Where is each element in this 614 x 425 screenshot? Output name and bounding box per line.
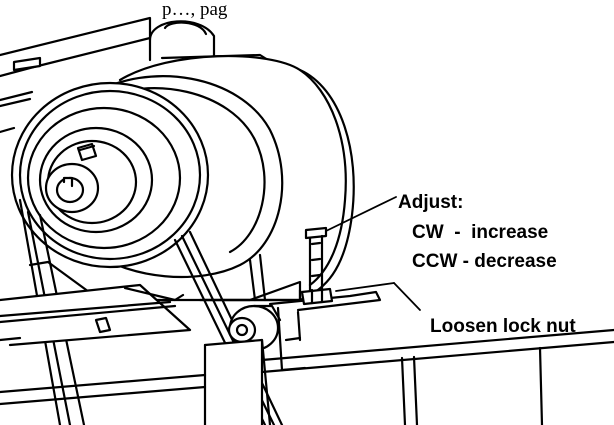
motor-base (0, 260, 302, 347)
lock-nut-icon (300, 287, 334, 306)
idler-roller-icon (227, 304, 282, 352)
loosen-lock-nut-label: Loosen lock nut (430, 316, 576, 337)
caption-fragment: p…, pag (162, 0, 228, 20)
lower-frame (0, 328, 614, 425)
cw-increase-label: CW - increase (412, 222, 549, 243)
frame-structure (0, 16, 152, 134)
ccw-decrease-label: CCW - decrease (412, 251, 557, 272)
pulley-icon (10, 81, 210, 269)
callout-leaders (325, 196, 421, 311)
adjust-title-label: Adjust: (398, 192, 464, 213)
